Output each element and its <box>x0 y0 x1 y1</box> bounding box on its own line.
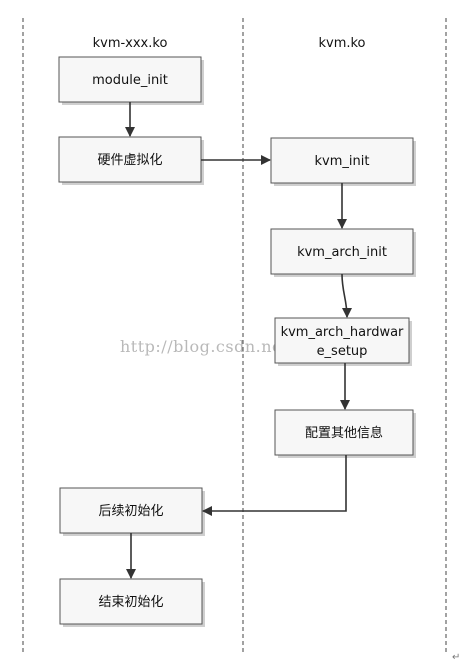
node-kvm-arch-init-label: kvm_arch_init <box>297 245 387 260</box>
node-follow-up-init: 后续初始化 <box>59 487 205 536</box>
node-end-init: 结束初始化 <box>59 578 205 627</box>
node-kvm-arch-hardware-setup: kvm_arch_hardwar e_setup <box>274 317 412 366</box>
lane-title-kvm: kvm.ko <box>318 36 365 51</box>
node-kvm-arch-hardware-setup-label-line2: e_setup <box>317 344 368 359</box>
node-config-other-info: 配置其他信息 <box>274 409 416 458</box>
lane-title-kvm-xxx: kvm-xxx.ko <box>93 36 168 51</box>
node-hardware-virtualization: 硬件虚拟化 <box>58 136 204 185</box>
node-module-init: module_init <box>58 56 204 105</box>
node-config-other-info-label: 配置其他信息 <box>305 425 383 441</box>
node-module-init-label: module_init <box>92 73 168 88</box>
arrow-arch-init-to-hardware-setup <box>341 273 352 318</box>
node-kvm-init: kvm_init <box>270 137 416 186</box>
arrow-config-to-follow-up-init <box>202 455 347 516</box>
node-end-init-label: 结束初始化 <box>98 595 163 610</box>
node-kvm-arch-hardware-setup-label-line1: kvm_arch_hardwar <box>281 325 404 340</box>
node-kvm-arch-init: kvm_arch_init <box>270 228 416 277</box>
node-follow-up-init-label: 后续初始化 <box>98 504 163 519</box>
paragraph-mark: ↵ <box>452 652 460 663</box>
node-kvm-init-label: kvm_init <box>315 154 370 169</box>
node-hardware-virtualization-label: 硬件虚拟化 <box>97 153 162 168</box>
